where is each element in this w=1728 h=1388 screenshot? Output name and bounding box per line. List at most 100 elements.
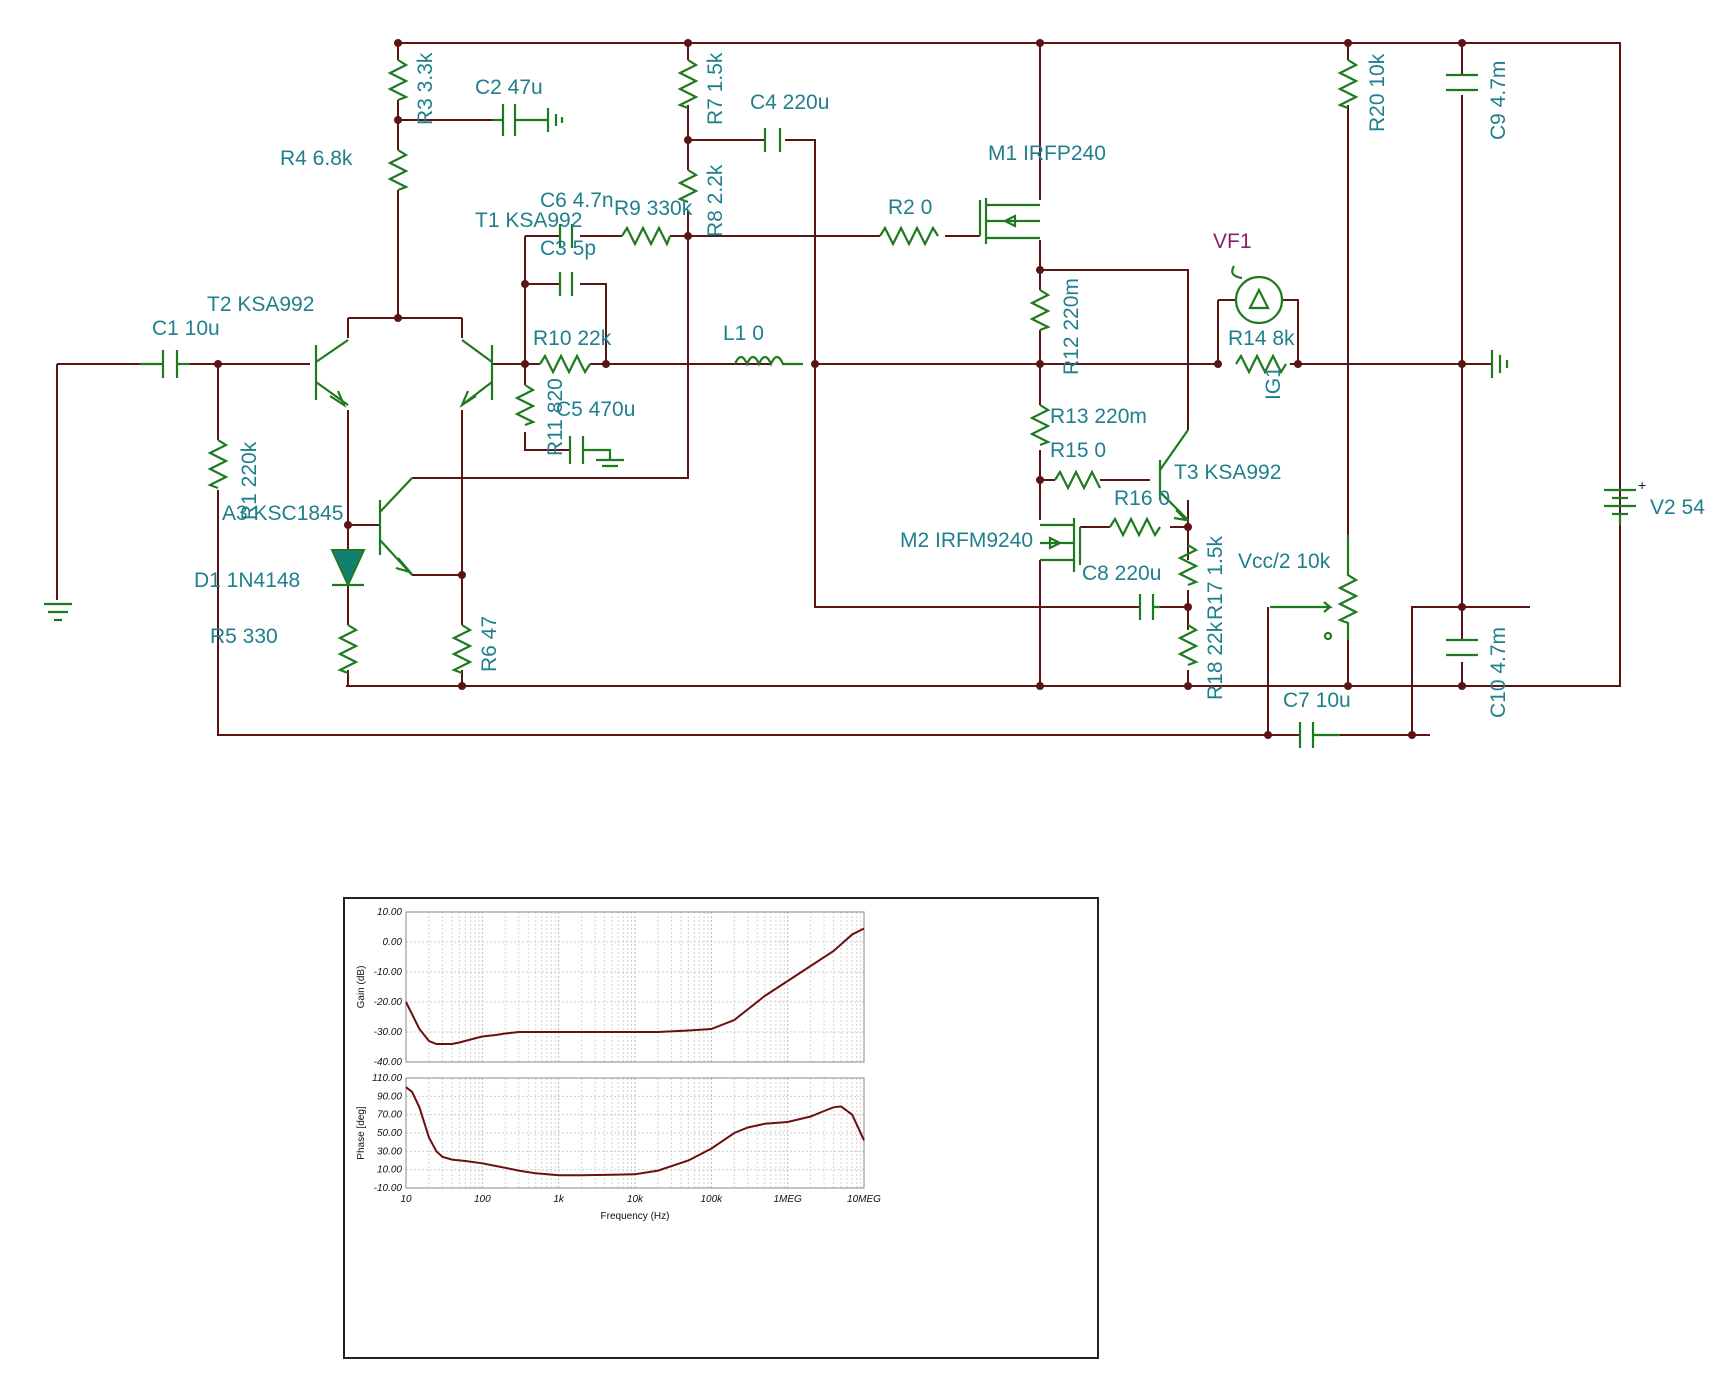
r9-symbol <box>621 225 672 247</box>
label-r12: R12 220m <box>1060 278 1083 375</box>
ground-left <box>44 602 72 622</box>
c5-symbol <box>568 436 624 468</box>
label-r18: R18 22k <box>1204 621 1227 700</box>
x-tick-label: 1k <box>553 1194 565 1205</box>
pot-wiper <box>1270 601 1334 613</box>
x-axis-label: Frequency (Hz) <box>601 1211 670 1222</box>
label-c5: C5 470u <box>556 398 635 421</box>
label-t3: T3 KSA992 <box>1174 461 1281 484</box>
junctions <box>214 39 1466 739</box>
r10-symbol <box>539 353 591 375</box>
r14-symbol <box>1235 353 1287 375</box>
label-r15: R15 0 <box>1050 439 1106 462</box>
r16-symbol <box>1109 516 1161 538</box>
y-tick-label: 10.00 <box>377 907 402 918</box>
label-ig1: IG1 <box>1262 366 1285 400</box>
label-c3: C3 5p <box>540 237 596 260</box>
label-t1: T1 KSA992 <box>475 209 582 232</box>
label-r5: R5 330 <box>210 625 278 648</box>
c7-symbol <box>1298 722 1340 748</box>
label-r1: R1 220k <box>238 441 261 520</box>
label-r3: R3 3.3k <box>414 52 437 125</box>
x-tick-label: 10MEG <box>847 1194 881 1205</box>
label-r20: R20 10k <box>1366 53 1389 132</box>
label-l1: L1 0 <box>723 322 764 345</box>
c4-symbol <box>763 128 782 152</box>
r12-symbol <box>1029 289 1051 332</box>
label-t2: T2 KSA992 <box>207 293 314 316</box>
plot-area <box>405 1077 865 1189</box>
label-r16: R16 0 <box>1114 487 1170 510</box>
label-c8: C8 220u <box>1082 562 1161 585</box>
label-r11: R11 820 <box>544 378 567 456</box>
r4-symbol <box>387 149 409 192</box>
plot-frame <box>343 897 1099 1359</box>
label-d1: D1 1N4148 <box>194 569 300 592</box>
label-r14: R14 8k <box>1228 327 1295 350</box>
x-tick-label: 10k <box>627 1194 644 1205</box>
label-vf1: VF1 <box>1213 230 1252 253</box>
y-tick-label: 70.00 <box>377 1110 402 1121</box>
r7-symbol <box>677 59 699 110</box>
label-c9: C9 4.7m <box>1487 61 1510 140</box>
label-c1: C1 10u <box>152 317 220 340</box>
label-v2: V2 54 <box>1650 496 1705 519</box>
a3-symbol <box>378 477 414 576</box>
series-line <box>405 927 865 1045</box>
y-axis-label: Phase [deg] <box>356 1106 367 1160</box>
c2-symbol <box>493 104 564 136</box>
c6-symbol <box>558 224 574 248</box>
y-tick-label: 110.00 <box>372 1073 402 1084</box>
label-c7: C7 10u <box>1283 689 1351 712</box>
x-tick-label: 100 <box>474 1194 491 1205</box>
x-tick-label: 10 <box>400 1194 412 1205</box>
label-r8: R8 2.2k <box>704 164 727 237</box>
label-r4: R4 6.8k <box>280 147 353 170</box>
r2-symbol <box>879 225 939 247</box>
x-tick-label: 1MEG <box>773 1194 802 1205</box>
label-r2: R2 0 <box>888 196 932 219</box>
c10-symbol <box>1446 638 1478 657</box>
label-r13: R13 220m <box>1050 405 1147 428</box>
r17-symbol <box>1177 544 1199 587</box>
label-c2: C2 47u <box>475 76 543 99</box>
r13-symbol <box>1029 404 1051 447</box>
label-v2-plus: + <box>1638 477 1646 493</box>
r20-symbol <box>1337 59 1359 110</box>
t2-symbol <box>314 339 349 408</box>
label-m1: M1 IRFP240 <box>988 142 1106 165</box>
pot-symbol <box>1337 535 1359 640</box>
m2-symbol <box>1040 518 1082 572</box>
y-tick-label: -30.00 <box>374 1027 403 1038</box>
c3-symbol <box>558 272 574 296</box>
y-tick-label: 90.00 <box>377 1091 402 1102</box>
r15-symbol <box>1054 469 1101 491</box>
y-tick-label: -10.00 <box>374 1183 403 1194</box>
d1-symbol <box>330 549 366 588</box>
pot-dot <box>1323 631 1333 641</box>
y-tick-label: -20.00 <box>374 997 403 1008</box>
t1-symbol <box>459 339 494 408</box>
l1-symbol <box>733 355 803 367</box>
y-axis-label: Gain (dB) <box>356 966 367 1009</box>
ground-right <box>1490 350 1509 378</box>
label-a3: A3 KSC1845 <box>222 502 343 525</box>
y-tick-label: 0.00 <box>383 937 403 948</box>
m1-symbol <box>978 198 1040 244</box>
y-tick-label: 30.00 <box>377 1146 402 1157</box>
label-c6: C6 4.7n <box>540 189 614 212</box>
vf1-symbol <box>1234 275 1284 325</box>
label-pot: Vcc/2 10k <box>1238 550 1331 573</box>
label-r9: R9 330k <box>614 197 693 220</box>
bode-plot-window: 10.00 0.00 -10.00 -20.00 -30.00 -40.00 Gain (d… <box>343 897 1099 1359</box>
r5-symbol <box>337 624 359 675</box>
y-tick-label: 10.00 <box>377 1165 402 1176</box>
r1-symbol <box>207 439 229 490</box>
label-c4: C4 220u <box>750 91 829 114</box>
y-tick-label: -40.00 <box>374 1057 403 1068</box>
y-tick-label: 50.00 <box>377 1128 402 1139</box>
label-m2: M2 IRFM9240 <box>900 529 1033 552</box>
